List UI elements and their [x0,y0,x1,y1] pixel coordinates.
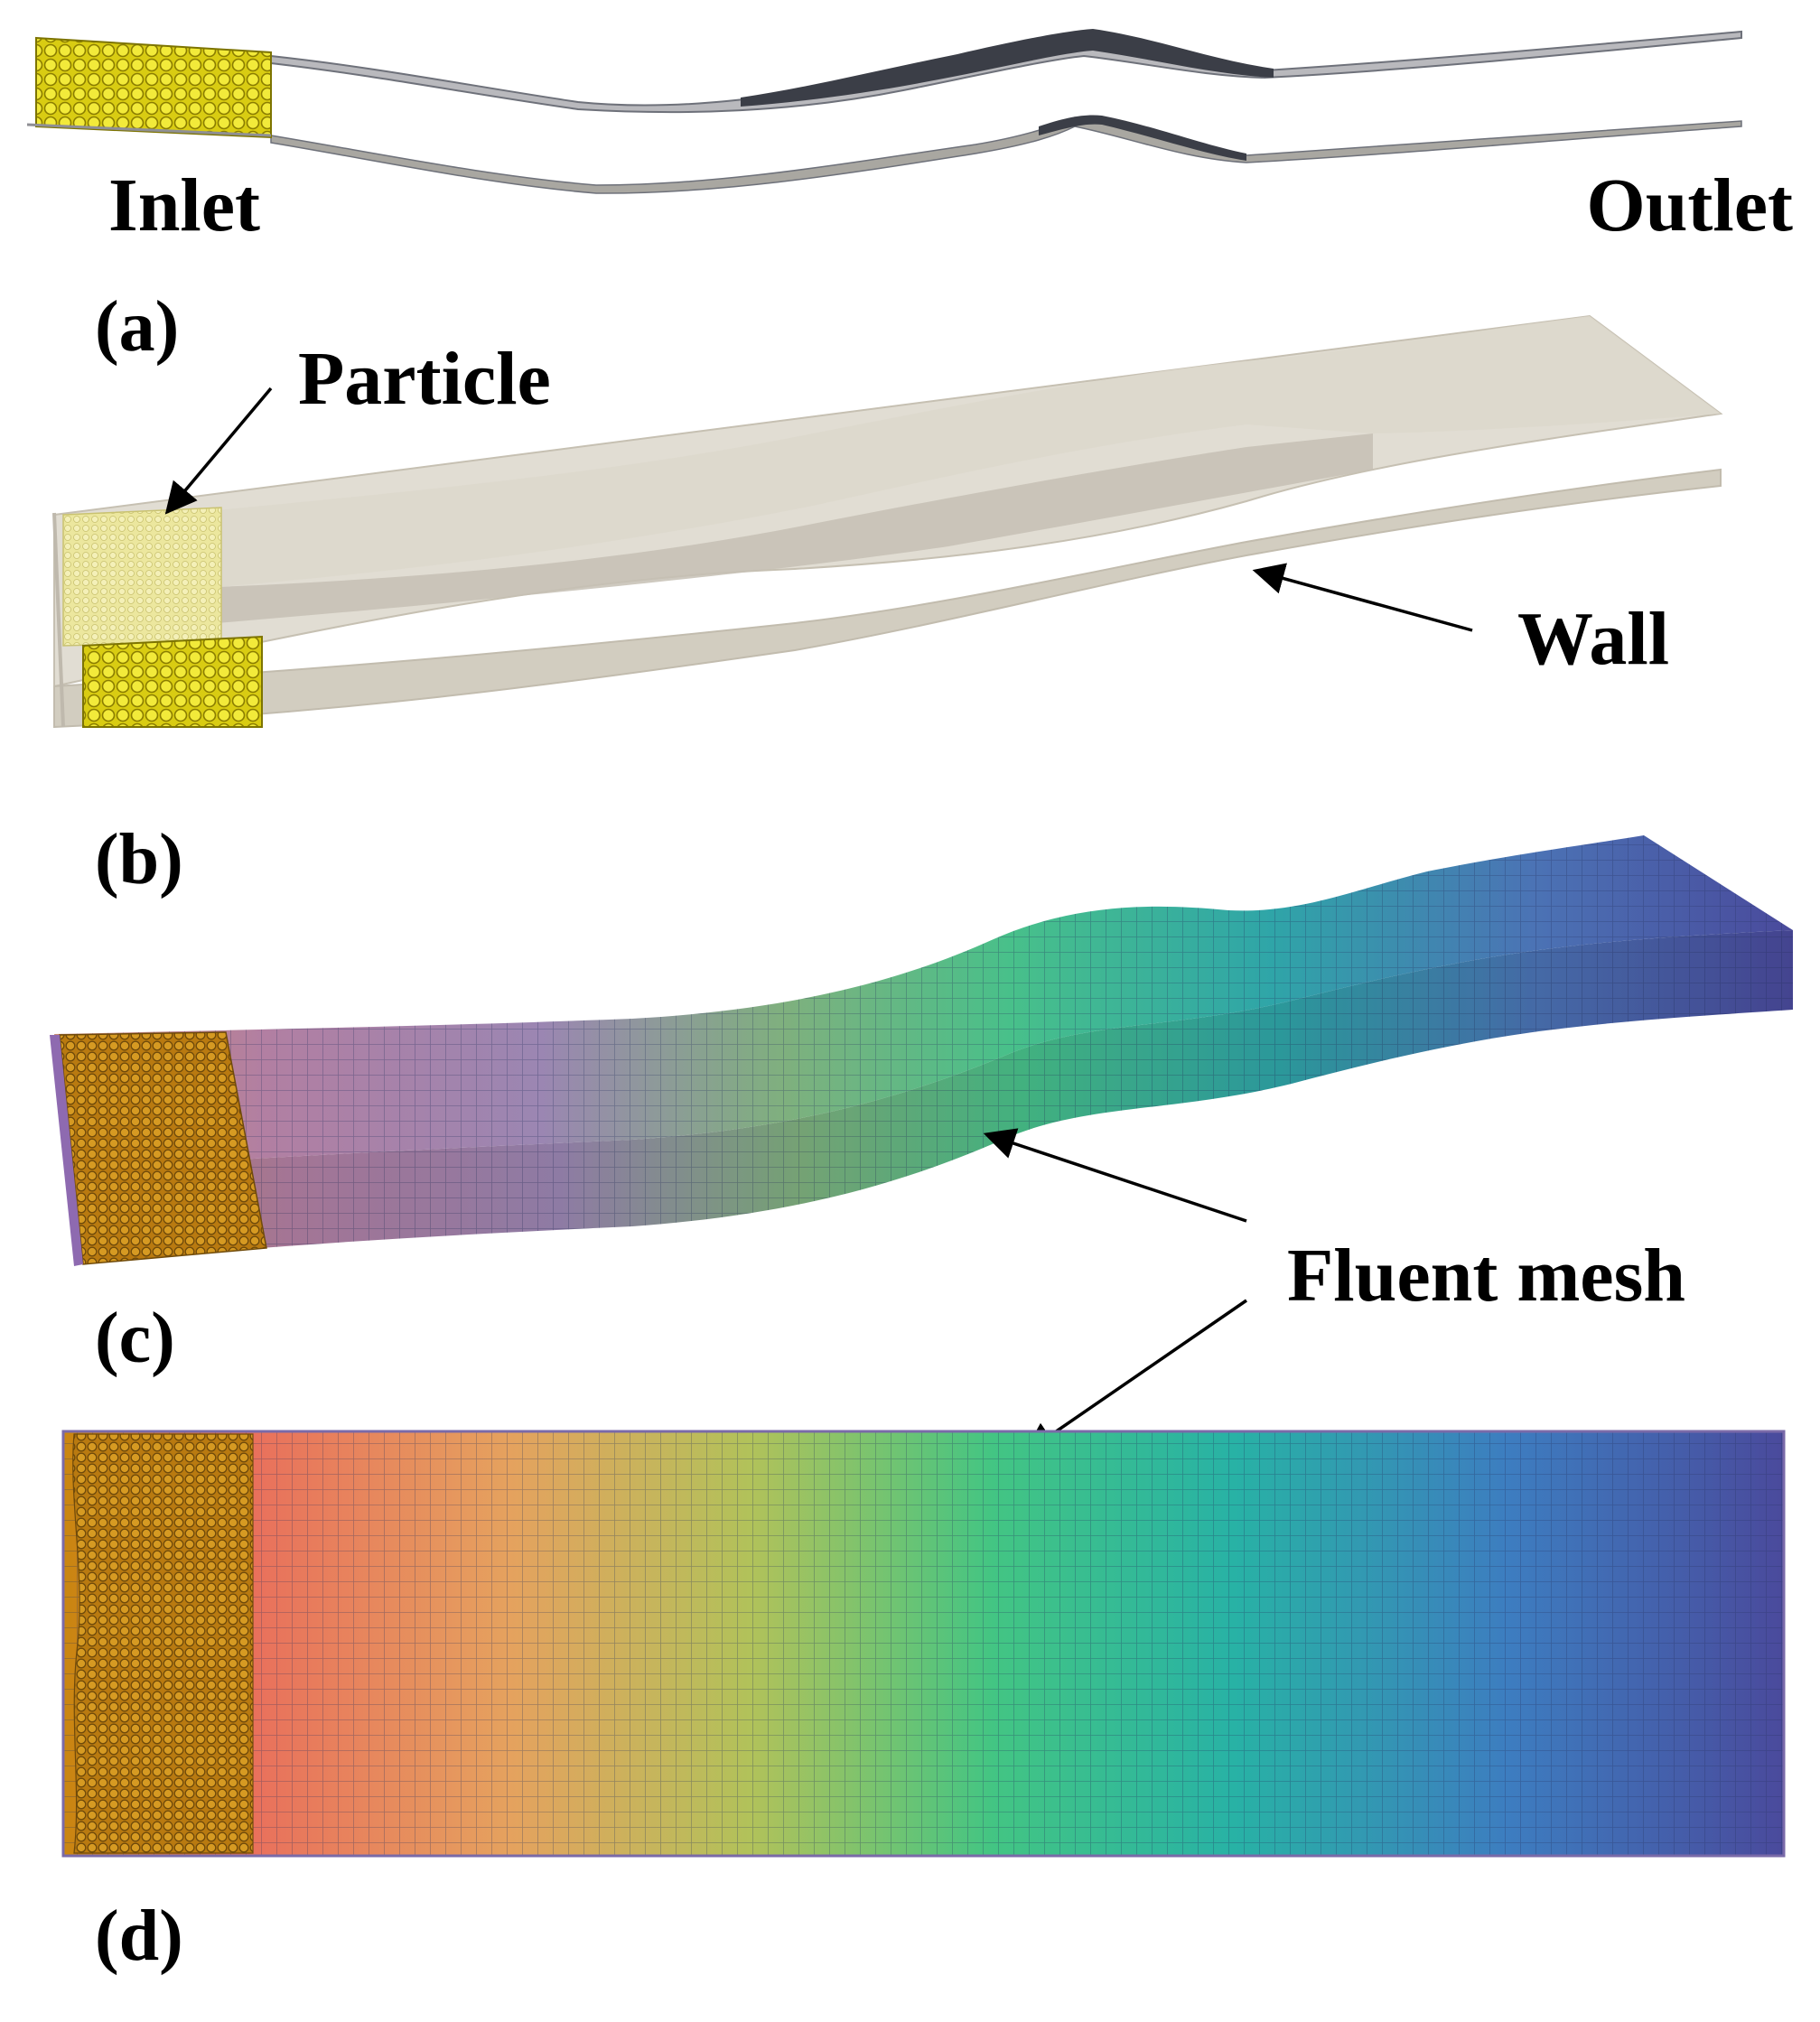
inlet-wall-edge [26,123,272,137]
mesh-particle-zone [72,1433,254,1854]
upper-wall-dark-band [741,29,1274,107]
mesh-plan-grid [63,1431,1784,1856]
mesh-plan-border [61,1430,1786,1858]
inlet-wall-edge-b [52,512,65,728]
particles [35,36,272,139]
mesh-top-grid [54,835,1793,1169]
particle-arrow [164,387,273,515]
panel-d-illustration [61,1430,1786,1858]
particles [82,635,263,728]
inlet-face-c [50,1035,83,1266]
panel-b-illustration [52,314,1723,729]
panel-a-label: (a) [95,287,179,367]
inlet-label: Inlet [108,163,260,247]
lower-wall-dark-band [1039,115,1246,161]
fluent-mesh-arrow-c [983,1128,1247,1223]
panel-c-label: (c) [95,1299,175,1378]
panel-b-label: (b) [95,820,183,899]
particles-top [62,507,222,647]
mesh-front-grid [81,930,1793,1264]
wall-shadow-band [217,433,1373,623]
panel-d-label: (d) [95,1896,183,1976]
outlet-label: Outlet [1586,163,1793,247]
wall-surface-upper-top [217,316,1721,587]
panel-c-illustration [50,835,1793,1266]
lower-wall-surface [270,116,1742,194]
wall-arrow [1252,563,1473,632]
fluent-mesh-label: Fluent mesh [1287,1234,1685,1318]
panel-a-illustration [26,29,1742,194]
fluent-mesh-arrow-d [1023,1299,1247,1454]
wall-label: Wall [1517,597,1669,681]
particle-label: Particle [298,337,551,421]
wall-surface-lower [53,468,1722,729]
